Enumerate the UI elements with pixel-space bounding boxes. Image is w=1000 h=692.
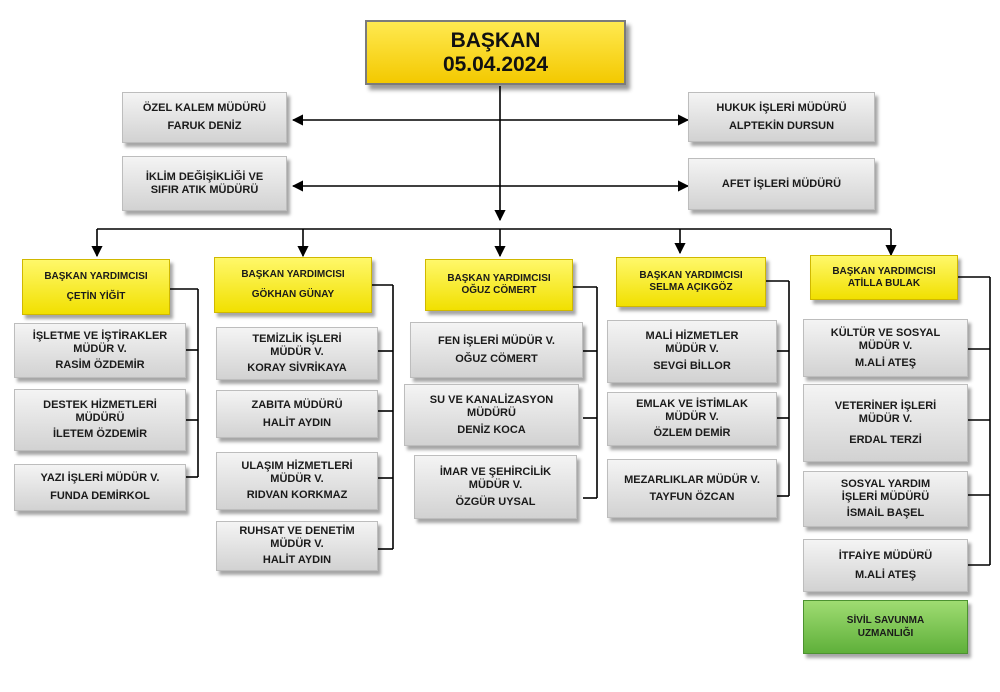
staff-unit: AFET İŞLERİ MÜDÜRÜ [721, 177, 842, 190]
unit-name: SU VE KANALİZASYON MÜDÜRÜ [429, 393, 554, 419]
unit-person: M.ALİ ATEŞ [854, 568, 917, 581]
deputy-name: ATİLLA BULAK [847, 277, 921, 289]
unit-person: RIDVAN KORKMAZ [246, 489, 348, 501]
deputy-title: BAŞKAN YARDIMCISI [639, 270, 743, 281]
staff-box-private-office: ÖZEL KALEM MÜDÜRÜ FARUK DENİZ [122, 92, 287, 143]
staff-box-legal: HUKUK İŞLERİ MÜDÜRÜ ALPTEKİN DURSUN [688, 92, 875, 142]
unit-name: FEN İŞLERİ MÜDÜR V. [438, 334, 555, 347]
unit-person: ÖZGÜR UYSAL [455, 495, 536, 508]
unit-name: RUHSAT VE DENETİM MÜDÜR V. [239, 525, 355, 550]
president-box: BAŞKAN 05.04.2024 [365, 20, 626, 85]
unit-person: RASİM ÖZDEMİR [55, 358, 145, 371]
unit-box: RUHSAT VE DENETİM MÜDÜR V. HALİT AYDIN [216, 521, 378, 571]
deputy-title: BAŞKAN YARDIMCISI [832, 265, 936, 277]
unit-box: SOSYAL YARDIM İŞLERİ MÜDÜRÜ İSMAİL BAŞEL [803, 471, 968, 527]
unit-person: DENİZ KOCA [457, 423, 526, 436]
unit-box: DESTEK HİZMETLERİ MÜDÜRÜ İLETEM ÖZDEMİR [14, 389, 186, 451]
deputy-name: SELMA AÇIKGÖZ [649, 282, 733, 293]
unit-person: İLETEM ÖZDEMİR [52, 428, 148, 440]
unit-name: DESTEK HİZMETLERİ MÜDÜRÜ [43, 399, 157, 424]
unit-box: TEMİZLİK İŞLERİ MÜDÜR V. KORAY SİVRİKAYA [216, 327, 378, 380]
unit-name: TEMİZLİK İŞLERİ MÜDÜR V. [252, 332, 342, 358]
unit-box: FEN İŞLERİ MÜDÜR V. OĞUZ CÖMERT [410, 322, 583, 378]
unit-person: M.ALİ ATEŞ [854, 356, 917, 369]
deputy-box-5: BAŞKAN YARDIMCISI ATİLLA BULAK [810, 255, 958, 300]
staff-person: ALPTEKİN DURSUN [728, 119, 835, 132]
unit-person: HALİT AYDIN [262, 554, 332, 566]
unit-person: ERDAL TERZİ [849, 433, 922, 446]
unit-person: İSMAİL BAŞEL [846, 507, 925, 519]
unit-box: KÜLTÜR VE SOSYAL MÜDÜR V. M.ALİ ATEŞ [803, 319, 968, 377]
staff-person: FARUK DENİZ [167, 120, 242, 132]
unit-name: KÜLTÜR VE SOSYAL MÜDÜR V. [830, 326, 941, 352]
deputy-title: BAŞKAN YARDIMCISI [447, 273, 551, 284]
unit-person: FUNDA DEMİRKOL [50, 490, 150, 502]
unit-person: ÖZLEM DEMİR [653, 427, 731, 439]
staff-box-climate: İKLİM DEĞİŞİKLİĞİ VE SIFIR ATIK MÜDÜRÜ [122, 156, 287, 211]
unit-name: MEZARLIKLAR MÜDÜR V. [624, 473, 760, 486]
unit-name: MALİ HİZMETLER MÜDÜR V. [645, 330, 739, 355]
unit-box: İŞLETME VE İŞTİRAKLER MÜDÜR V. RASİM ÖZD… [14, 323, 186, 378]
unit-box: SU VE KANALİZASYON MÜDÜRÜ DENİZ KOCA [404, 384, 579, 446]
president-date: 05.04.2024 [442, 52, 549, 76]
staff-unit: İKLİM DEĞİŞİKLİĞİ VE SIFIR ATIK MÜDÜRÜ [145, 170, 264, 196]
unit-name: VETERİNER İŞLERİ MÜDÜR V. [834, 399, 937, 425]
staff-unit: ÖZEL KALEM MÜDÜRÜ [142, 102, 267, 114]
deputy-box-3: BAŞKAN YARDIMCISI OĞUZ CÖMERT [425, 259, 573, 311]
unit-name: EMLAK VE İSTİMLAK MÜDÜR V. [636, 398, 748, 423]
deputy-title: BAŞKAN YARDIMCISI [241, 269, 345, 280]
unit-person: KORAY SİVRİKAYA [247, 361, 347, 374]
deputy-name: OĞUZ CÖMERT [461, 285, 537, 296]
unit-name: SİVİL SAVUNMA UZMANLIĞI [846, 615, 925, 639]
unit-person: HALİT AYDIN [262, 416, 332, 429]
deputy-name: GÖKHAN GÜNAY [251, 289, 335, 300]
unit-name: İŞLETME VE İŞTİRAKLER MÜDÜR V. [32, 329, 168, 355]
deputy-name: ÇETİN YİĞİT [66, 291, 126, 302]
staff-unit: HUKUK İŞLERİ MÜDÜRÜ [716, 101, 847, 114]
unit-box: MEZARLIKLAR MÜDÜR V. TAYFUN ÖZCAN [607, 459, 777, 518]
unit-box-civil-defense: SİVİL SAVUNMA UZMANLIĞI [803, 600, 968, 654]
unit-name: YAZI İŞLERİ MÜDÜR V. [40, 472, 160, 484]
unit-box: MALİ HİZMETLER MÜDÜR V. SEVGİ BİLLOR [607, 320, 777, 383]
unit-person: TAYFUN ÖZCAN [649, 490, 735, 503]
unit-person: OĞUZ CÖMERT [455, 352, 538, 365]
deputy-box-2: BAŞKAN YARDIMCISI GÖKHAN GÜNAY [214, 257, 372, 313]
president-title: BAŞKAN [450, 28, 541, 52]
unit-box: ULAŞIM HİZMETLERİ MÜDÜR V. RIDVAN KORKMA… [216, 452, 378, 510]
unit-box: ZABITA MÜDÜRÜ HALİT AYDIN [216, 390, 378, 438]
unit-name: ULAŞIM HİZMETLERİ MÜDÜR V. [241, 460, 353, 485]
unit-name: ZABITA MÜDÜRÜ [251, 398, 343, 411]
unit-name: SOSYAL YARDIM İŞLERİ MÜDÜRÜ [840, 478, 931, 503]
unit-name: İMAR VE ŞEHİRCİLİK MÜDÜR V. [439, 465, 552, 491]
unit-box: İTFAİYE MÜDÜRÜ M.ALİ ATEŞ [803, 539, 968, 592]
unit-box: YAZI İŞLERİ MÜDÜR V. FUNDA DEMİRKOL [14, 464, 186, 511]
unit-box: EMLAK VE İSTİMLAK MÜDÜR V. ÖZLEM DEMİR [607, 392, 777, 446]
deputy-title: BAŞKAN YARDIMCISI [44, 271, 148, 282]
deputy-box-1: BAŞKAN YARDIMCISI ÇETİN YİĞİT [22, 259, 170, 315]
unit-name: İTFAİYE MÜDÜRÜ [838, 549, 933, 562]
unit-box: İMAR VE ŞEHİRCİLİK MÜDÜR V. ÖZGÜR UYSAL [414, 455, 577, 519]
unit-person: SEVGİ BİLLOR [653, 360, 731, 372]
deputy-box-4: BAŞKAN YARDIMCISI SELMA AÇIKGÖZ [616, 257, 766, 307]
unit-box: VETERİNER İŞLERİ MÜDÜR V. ERDAL TERZİ [803, 384, 968, 462]
staff-box-disaster: AFET İŞLERİ MÜDÜRÜ [688, 158, 875, 210]
